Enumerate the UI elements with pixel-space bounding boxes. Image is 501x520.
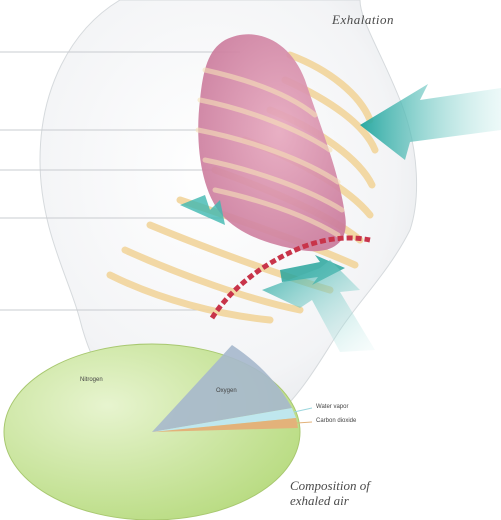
pie-label-nitrogen: Nitrogen — [80, 377, 103, 383]
diagram-title: Exhalation — [332, 12, 394, 28]
pie-label-co2: Carbon dioxide — [316, 418, 356, 424]
pie-caption-line2: exhaled air — [290, 493, 370, 508]
pie-caption-line1: Composition of — [290, 478, 370, 493]
pie-label-water: Water vapor — [316, 404, 348, 410]
pie-label-oxygen: Oxygen — [216, 388, 237, 394]
pie-caption: Composition of exhaled air — [290, 478, 370, 508]
